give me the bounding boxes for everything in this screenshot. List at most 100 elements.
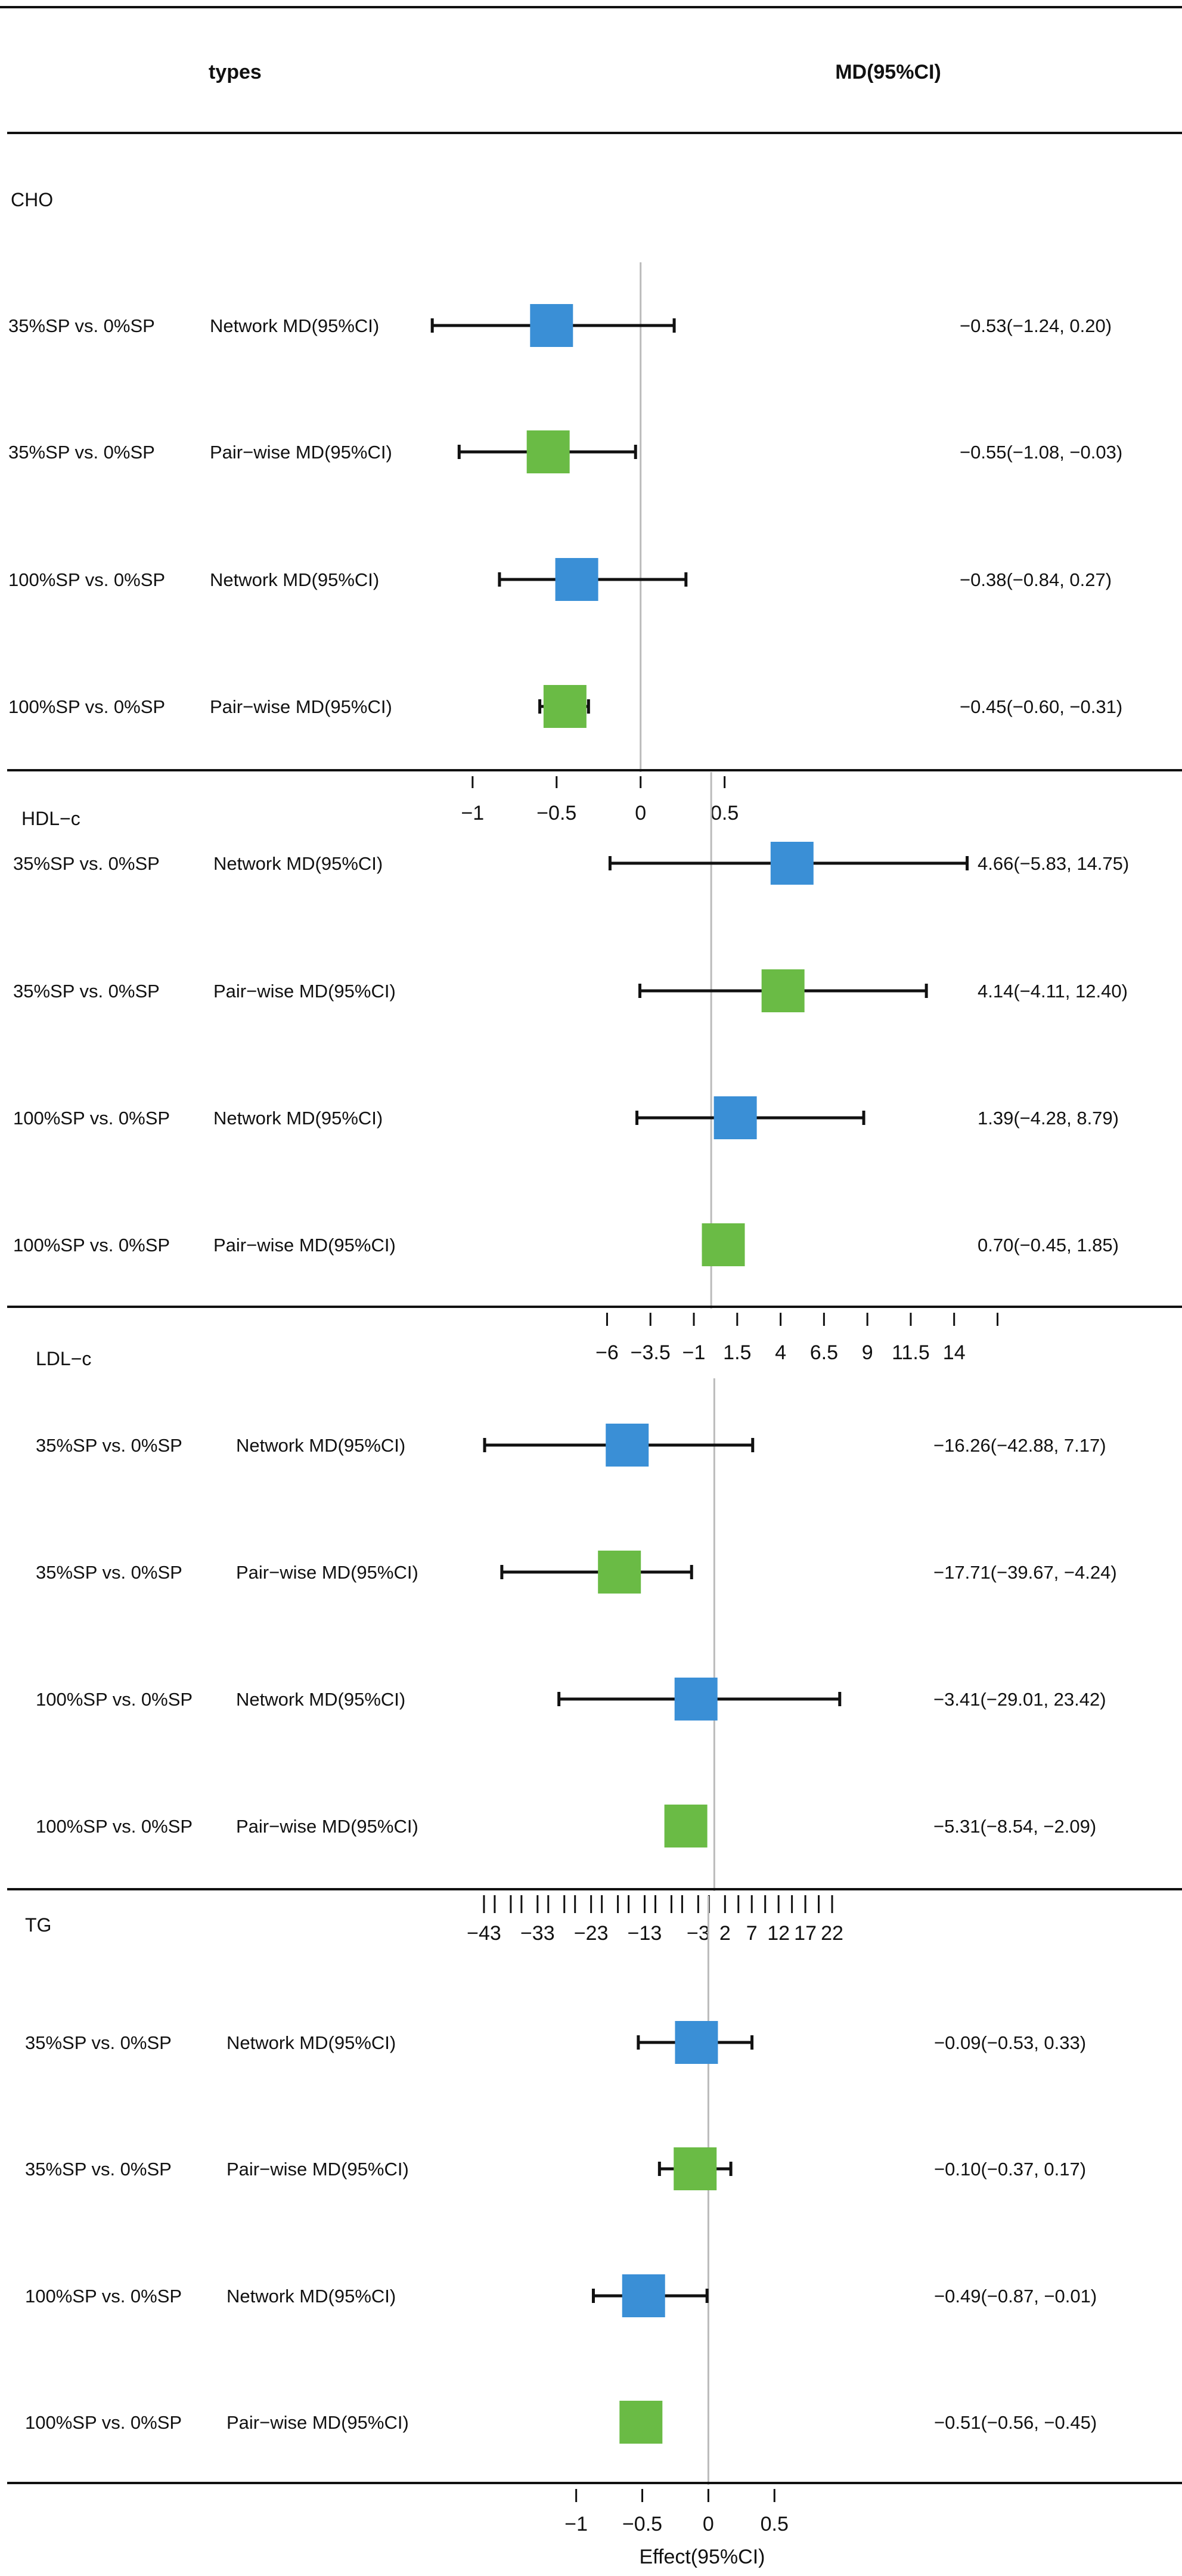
row-estimate-label: 0.70(−0.45, 1.85) [978,1235,1119,1256]
row-method: Network MD(95%CI) [227,2286,396,2307]
row-comparison: 35%SP vs. 0%SP [25,2159,172,2180]
axis-tick-label: −13 [628,1922,662,1945]
panel-3: TG 35%SP vs. 0%SP Network MD(95%CI) −0.09(−… [7,1896,1182,2535]
axis-tick-label: 2 [719,1922,731,1945]
row-method: Network MD(95%CI) [213,853,383,874]
axis-tick-label: −1 [564,2513,588,2535]
row-comparison: 100%SP vs. 0%SP [36,1816,193,1837]
row-estimate-label: −16.26(−42.88, 7.17) [933,1435,1106,1456]
row-comparison: 100%SP vs. 0%SP [13,1108,170,1129]
point-estimate-marker [770,842,814,885]
row-comparison: 100%SP vs. 0%SP [8,569,165,590]
header-types: types [209,61,262,83]
axis-tick-label: 0.5 [761,2513,789,2535]
row-comparison: 35%SP vs. 0%SP [36,1435,182,1456]
axis-tick-label: −33 [520,1922,555,1945]
row-method: Network MD(95%CI) [236,1435,405,1456]
row-estimate-label: −0.10(−0.37, 0.17) [934,2159,1086,2180]
axis-tick-label: 17 [794,1922,817,1945]
row-estimate-label: −17.71(−39.67, −4.24) [933,1562,1117,1583]
axis-tick-label: 1.5 [723,1341,751,1364]
axis-tick-label: 14 [943,1341,966,1364]
x-axis-title: Effect(95%CI) [639,2546,765,2568]
axis-tick-label: −0.5 [536,802,576,824]
point-estimate-marker [674,2147,717,2190]
point-estimate-marker [664,1805,708,1847]
forest-row: 35%SP vs. 0%SP Network MD(95%CI) −16.26(−4… [36,1424,1106,1467]
forest-row: 35%SP vs. 0%SP Pair−wise MD(95%CI) −0.55(−… [8,430,1122,473]
point-estimate-marker [555,558,598,601]
point-estimate-marker [761,969,805,1012]
forest-row: 35%SP vs. 0%SP Pair−wise MD(95%CI) −17.71(… [36,1551,1117,1594]
axis-tick-label: 7 [746,1922,758,1945]
row-estimate-label: −0.09(−0.53, 0.33) [934,2032,1086,2053]
outcome-label: TG [25,1914,51,1936]
row-comparison: 100%SP vs. 0%SP [25,2286,182,2307]
row-comparison: 35%SP vs. 0%SP [8,442,155,463]
row-method: Pair−wise MD(95%CI) [236,1562,418,1583]
axis-tick-label: −23 [574,1922,609,1945]
point-estimate-marker [619,2401,663,2444]
axis-tick-label: −1 [461,802,484,824]
axis-tick-label: 0.5 [711,802,739,824]
outcome-label: CHO [11,189,53,210]
axis-tick-label: −43 [467,1922,501,1945]
row-method: Network MD(95%CI) [210,315,379,336]
axis-tick-label: −0.5 [622,2513,662,2535]
row-method: Pair−wise MD(95%CI) [227,2412,409,2433]
row-comparison: 100%SP vs. 0%SP [36,1689,193,1710]
row-estimate-label: −0.45(−0.60, −0.31) [960,696,1122,717]
outcome-label: HDL−c [21,808,80,829]
point-estimate-marker [598,1551,641,1594]
point-estimate-marker [622,2274,665,2317]
row-method: Pair−wise MD(95%CI) [210,696,392,717]
row-method: Pair−wise MD(95%CI) [213,1235,396,1256]
row-estimate-label: 4.14(−4.11, 12.40) [978,981,1128,1002]
row-estimate-label: −0.55(−1.08, −0.03) [960,442,1122,463]
row-comparison: 100%SP vs. 0%SP [25,2412,182,2433]
point-estimate-marker [526,430,570,473]
row-comparison: 35%SP vs. 0%SP [36,1562,182,1583]
axis-tick-label: 0 [703,2513,714,2535]
axis-tick-label: 12 [767,1922,790,1945]
point-estimate-marker [675,2021,718,2064]
axis-tick-label: 0 [635,802,646,824]
row-method: Network MD(95%CI) [210,569,379,590]
axis-tick-label: 6.5 [810,1341,838,1364]
point-estimate-marker [530,304,573,347]
axis-tick-label: −3 [687,1922,710,1945]
row-comparison: 35%SP vs. 0%SP [25,2032,172,2053]
row-comparison: 35%SP vs. 0%SP [8,315,155,336]
axis-tick-label: −1 [682,1341,706,1364]
forest-row: 100%SP vs. 0%SP Network MD(95%CI) 1.39(−4.… [13,1096,1119,1139]
axis-tick-label: 4 [775,1341,786,1364]
axis-tick-label: 9 [862,1341,873,1364]
row-method: Network MD(95%CI) [236,1689,405,1710]
row-estimate-label: 1.39(−4.28, 8.79) [978,1108,1119,1129]
row-comparison: 35%SP vs. 0%SP [13,853,160,874]
row-estimate-label: −0.38(−0.84, 0.27) [960,569,1112,590]
row-method: Pair−wise MD(95%CI) [210,442,392,463]
axis-tick-label: 11.5 [892,1341,930,1364]
point-estimate-marker [543,685,587,728]
row-estimate-label: −3.41(−29.01, 23.42) [933,1689,1106,1710]
row-method: Network MD(95%CI) [213,1108,383,1129]
point-estimate-marker [674,1678,718,1721]
axis-tick-label: −3.5 [631,1341,671,1364]
row-estimate-label: −5.31(−8.54, −2.09) [933,1816,1096,1837]
row-comparison: 35%SP vs. 0%SP [13,981,160,1002]
